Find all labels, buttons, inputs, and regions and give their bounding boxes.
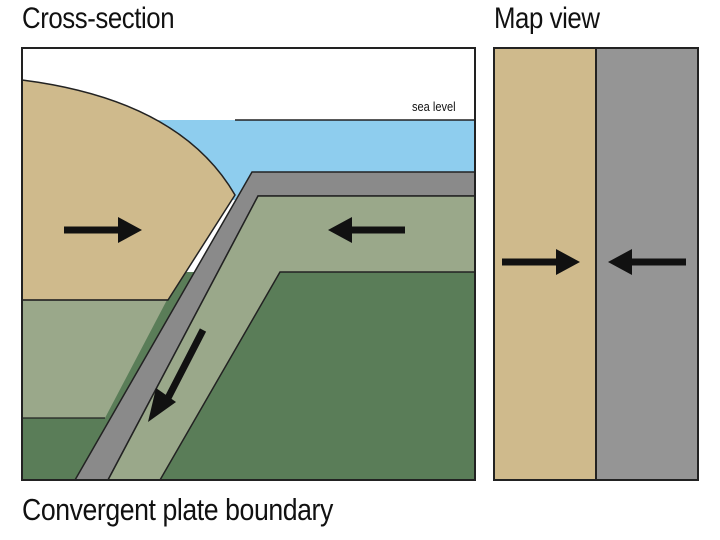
cross-section-title: Cross-section <box>22 2 175 35</box>
cross-section-frame <box>21 47 476 481</box>
sea-level-label: sea level <box>412 99 456 114</box>
continental-crust <box>21 79 236 301</box>
asthenosphere-right <box>160 272 475 480</box>
arrow-icon <box>608 249 686 275</box>
arrow-icon <box>148 328 207 422</box>
map-view-frame <box>493 47 699 481</box>
cross-section-panel <box>21 47 476 481</box>
diagram-caption: Convergent plate boundary <box>22 492 333 527</box>
arrow-icon <box>328 217 405 243</box>
map-view-title: Map view <box>494 2 600 35</box>
overriding-lithosphere <box>22 298 168 418</box>
arrow-icon <box>502 249 580 275</box>
map-view-panel <box>493 47 699 481</box>
arrow-icon <box>64 217 142 243</box>
